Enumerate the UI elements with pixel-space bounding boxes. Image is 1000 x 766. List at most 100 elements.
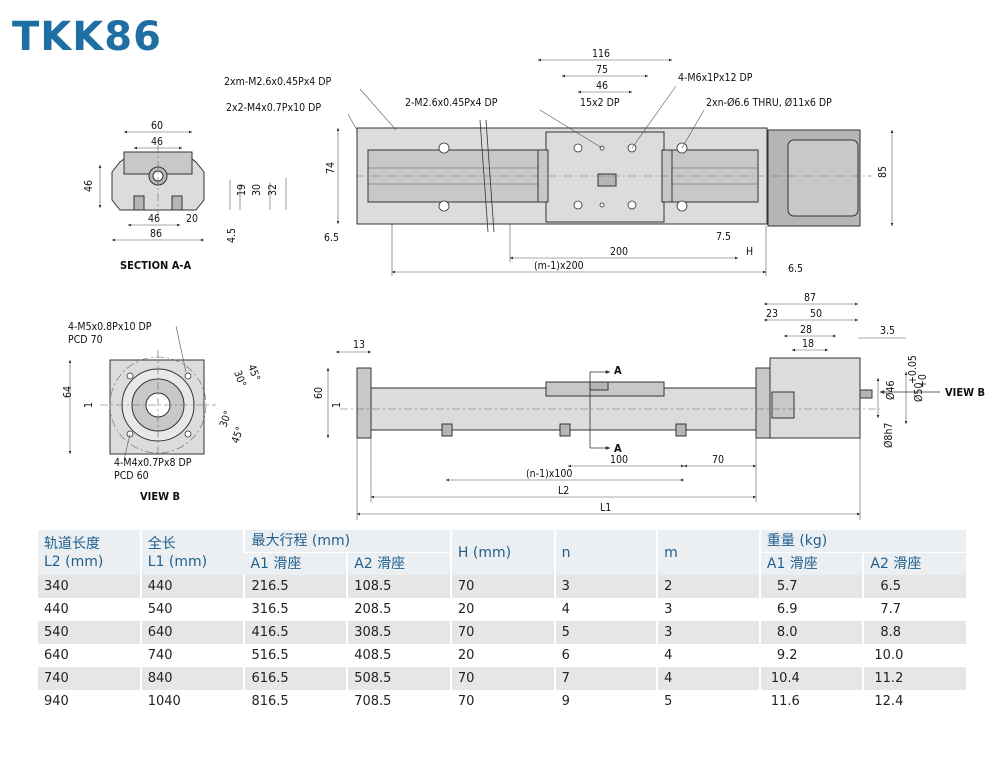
view-b-label: VIEW B <box>140 490 180 503</box>
dim-n-minus-1-x100: (n-1)x100 <box>526 468 572 480</box>
dim-1-viewb: 1 <box>83 402 95 408</box>
cell-h: 70 <box>449 667 555 690</box>
cell-l1: 840 <box>139 667 245 690</box>
cell-weight-a2: 7.7 <box>862 598 966 621</box>
dim-phi50: Ø50 <box>913 383 925 402</box>
dim-3-5: 3.5 <box>880 325 895 337</box>
cell-h: 70 <box>449 690 555 713</box>
dim-28: 28 <box>800 324 812 336</box>
dim-86-section: 86 <box>150 228 162 240</box>
cell-m: 4 <box>656 667 760 690</box>
cell-weight-a2: 8.8 <box>862 621 966 644</box>
cell-n: 4 <box>553 598 658 621</box>
cell-stroke-a2: 208.5 <box>346 598 451 621</box>
dim-70: 70 <box>712 454 724 466</box>
header-max-stroke: 最大行程 (mm) <box>243 530 451 553</box>
cell-h: 20 <box>449 644 555 667</box>
cell-stroke-a1: 516.5 <box>243 644 348 667</box>
cell-h: 70 <box>449 621 555 644</box>
dim-l2: L2 <box>558 485 569 497</box>
dim-64: 64 <box>62 386 74 398</box>
cell-n: 6 <box>553 644 658 667</box>
note-4m4: 4-M4x0.7Px8 DP <box>114 457 192 469</box>
dim-15x2-dp: 15x2 DP <box>580 97 620 109</box>
dim-6-5-left: 6.5 <box>324 232 339 244</box>
cell-h: 70 <box>449 575 555 598</box>
cell-stroke-a1: 816.5 <box>243 690 348 713</box>
dim-75: 75 <box>596 64 608 76</box>
dim-23: 23 <box>766 308 778 320</box>
cell-l2: 940 <box>38 690 141 713</box>
dim-60-side: 60 <box>313 387 325 399</box>
cell-weight-a2: 10.0 <box>862 644 966 667</box>
dim-30-upper: 30° <box>231 369 248 389</box>
cell-l2: 340 <box>38 575 141 598</box>
cell-weight-a1: 9.2 <box>758 644 864 667</box>
cell-stroke-a2: 708.5 <box>346 690 451 713</box>
page-title: TKK86 <box>12 14 162 60</box>
dim-1-side: 1 <box>331 402 343 408</box>
side-view: A A VIEW B 13 60 1 87 23 50 28 18 3.5 Ø4… <box>313 292 985 520</box>
cell-weight-a2: 11.2 <box>862 667 966 690</box>
view-b: 4-M5x0.8Px10 DP PCD 70 4-M4x0.7Px8 DP PC… <box>62 321 262 503</box>
dim-46-section-bottom: 46 <box>148 213 160 225</box>
cell-stroke-a1: 216.5 <box>243 575 348 598</box>
cell-m: 3 <box>656 598 760 621</box>
cell-l2: 540 <box>38 621 141 644</box>
cell-n: 3 <box>553 575 658 598</box>
header-h: H (mm) <box>449 530 555 575</box>
dim-h: H <box>746 246 753 258</box>
dim-46-top: 46 <box>596 80 608 92</box>
cell-m: 2 <box>656 575 760 598</box>
cell-weight-a1: 6.9 <box>758 598 864 621</box>
cell-weight-a2: 6.5 <box>862 575 966 598</box>
note-pcd70: PCD 70 <box>68 334 103 346</box>
dim-4-5-section: 4.5 <box>226 228 238 243</box>
dim-100: 100 <box>610 454 628 466</box>
header-stroke-a1: A1 滑座 <box>244 552 348 575</box>
dim-tolerance-zero: +0 <box>917 374 929 388</box>
dim-74: 74 <box>325 162 337 174</box>
note-2xm: 2xm-M2.6x0.45Px4 DP <box>224 76 332 88</box>
dim-85: 85 <box>877 166 889 178</box>
section-aa-label: SECTION A-A <box>120 259 191 272</box>
dim-30-section: 30 <box>251 184 263 196</box>
dim-l1: L1 <box>600 502 611 514</box>
header-m: m <box>656 530 760 575</box>
dim-46-section-left: 46 <box>83 180 95 192</box>
dim-200: 200 <box>610 246 628 258</box>
dim-6-5-right: 6.5 <box>788 263 803 275</box>
cell-l1: 540 <box>139 598 245 621</box>
cell-m: 3 <box>656 621 760 644</box>
dim-116: 116 <box>592 48 610 60</box>
dim-phi8h7: Ø8h7 <box>883 423 895 448</box>
cell-stroke-a1: 616.5 <box>243 667 348 690</box>
cell-l2: 740 <box>38 667 141 690</box>
note-pcd60: PCD 60 <box>114 470 149 482</box>
dim-tolerance-plus: +0.05 <box>907 355 919 384</box>
note-4m5: 4-M5x0.8Px10 DP <box>68 321 152 333</box>
cell-stroke-a1: 316.5 <box>243 598 348 621</box>
view-b-arrow-label: VIEW B <box>945 386 985 399</box>
cell-stroke-a2: 508.5 <box>346 667 451 690</box>
cell-l1: 640 <box>139 621 245 644</box>
header-weight-a1: A1 滑座 <box>758 552 864 575</box>
cell-h: 20 <box>449 598 555 621</box>
cell-n: 7 <box>553 667 658 690</box>
section-marker-a-bottom: A <box>614 442 622 455</box>
cell-weight-a1: 10.4 <box>758 667 864 690</box>
cell-stroke-a2: 308.5 <box>346 621 451 644</box>
section-marker-a-top: A <box>614 364 622 377</box>
dim-30-lower: 30° <box>218 409 235 429</box>
cell-stroke-a2: 408.5 <box>346 644 451 667</box>
dim-46-section-top: 46 <box>151 136 163 148</box>
note-2m26: 2-M2.6x0.45Px4 DP <box>405 97 498 109</box>
header-weight-a2: A2 滑座 <box>862 552 966 575</box>
cell-l2: 440 <box>38 598 141 621</box>
